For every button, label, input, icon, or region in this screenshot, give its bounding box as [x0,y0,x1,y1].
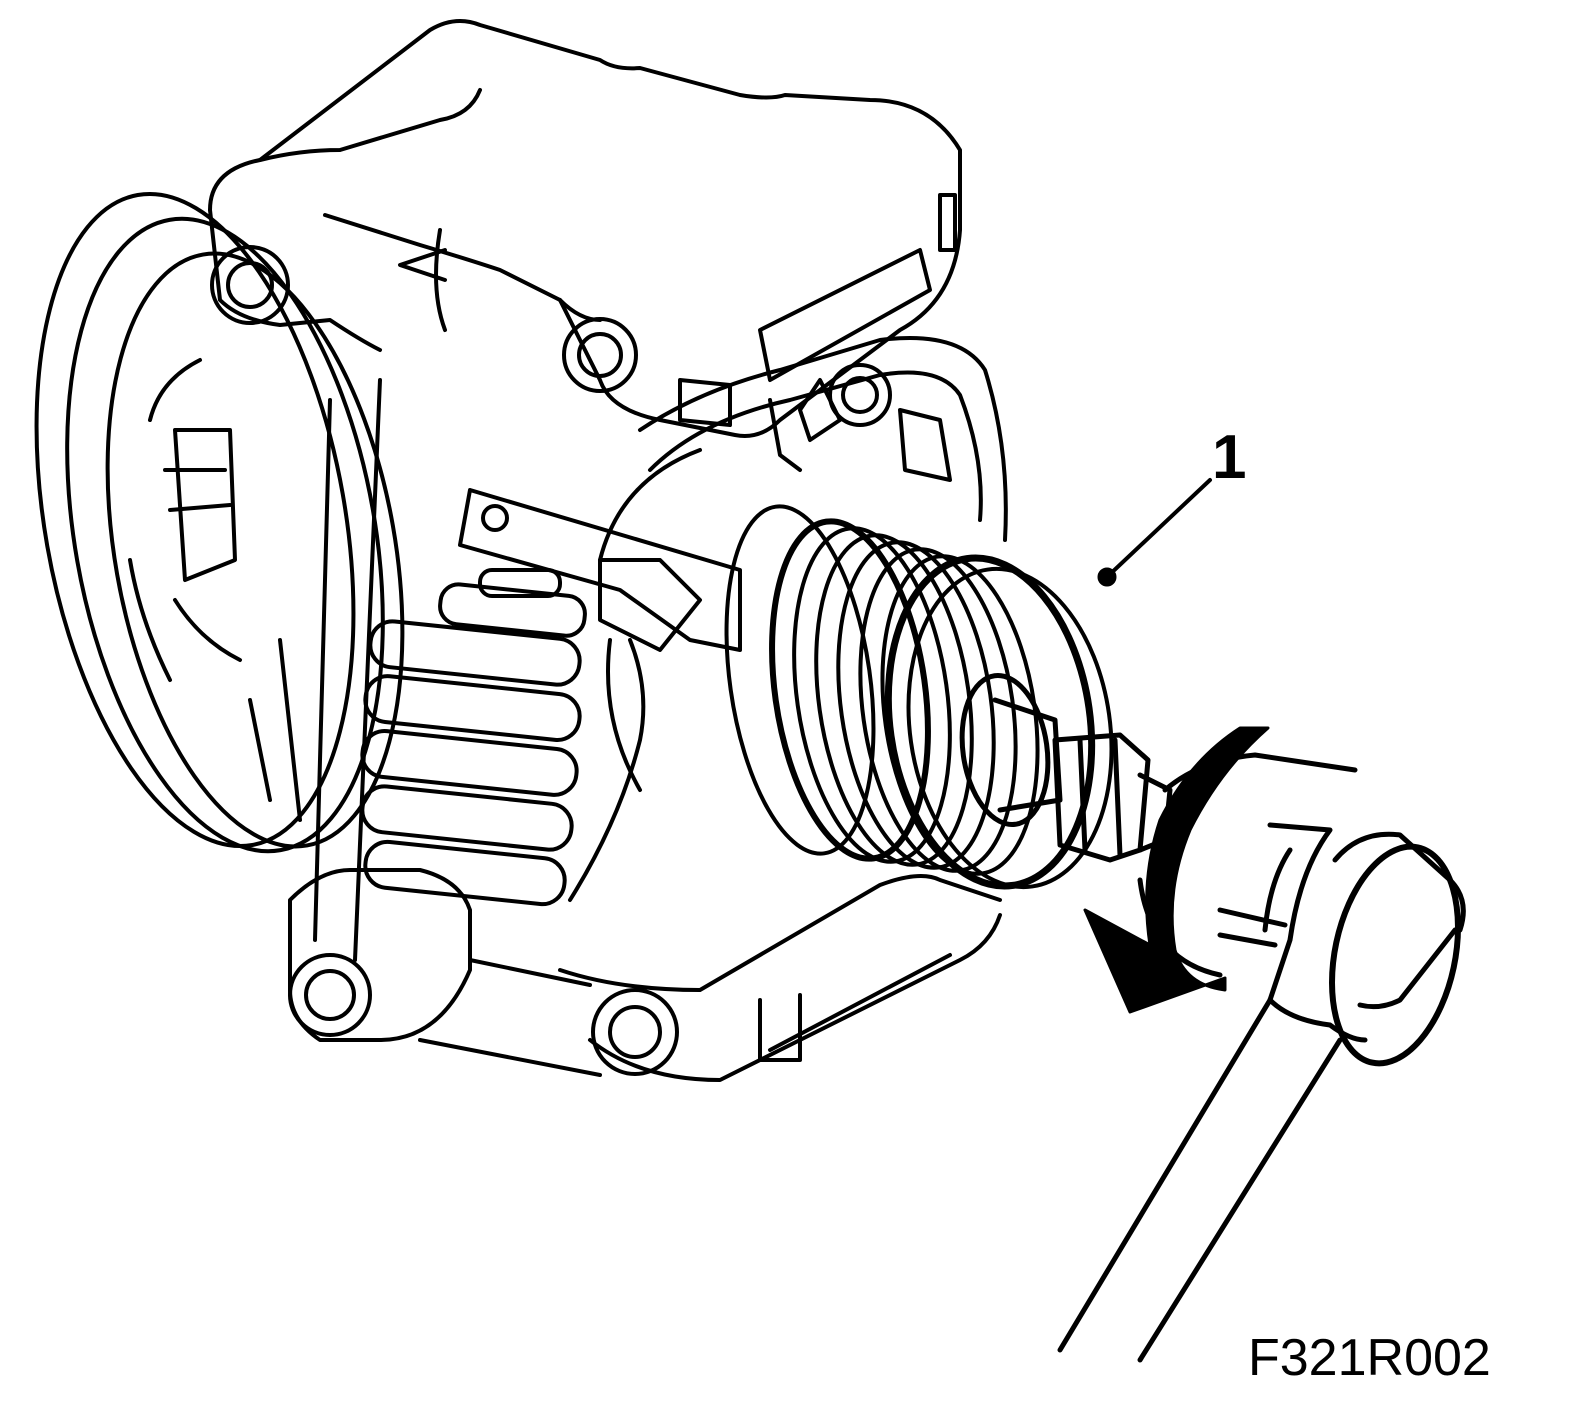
front-bracket [558,336,1008,1082]
belt-pulley [724,504,1114,890]
main-housing [208,19,962,438]
bottom-mount [288,868,602,1077]
callout-label: 1 [1212,423,1246,492]
figure-id-label: F321R002 [1248,1329,1491,1387]
socket-tool [1057,752,1466,1363]
rear-housing [34,191,405,854]
rotation-direction-arrow-icon [1083,726,1270,1014]
cooling-vents [248,378,742,962]
callout-leader [1097,478,1212,587]
